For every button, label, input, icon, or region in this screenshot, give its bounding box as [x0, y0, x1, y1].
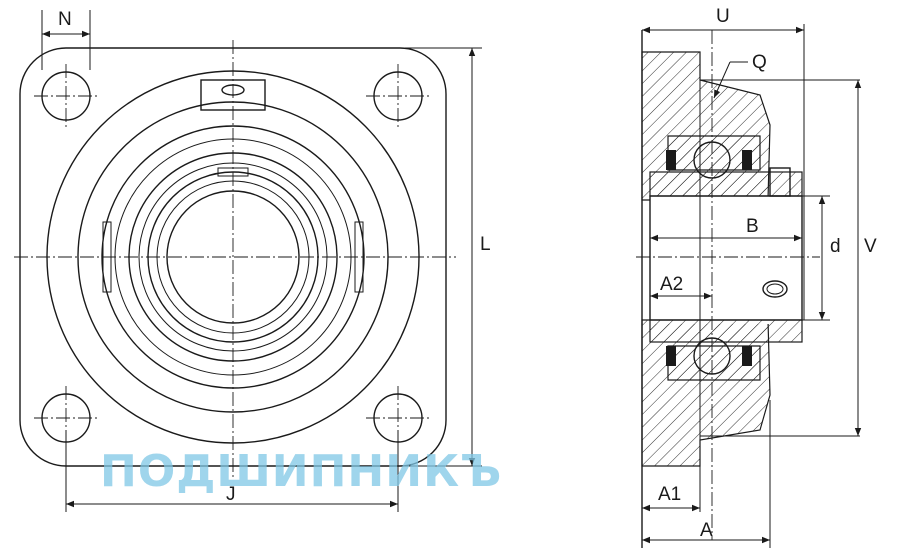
label-J: J [226, 484, 236, 505]
label-A2: A2 [660, 274, 683, 295]
dim-B: B [650, 216, 802, 242]
dim-A: A [642, 400, 771, 548]
dim-L: L [405, 47, 491, 467]
label-A: A [700, 520, 713, 541]
label-B: B [746, 216, 759, 237]
label-Q: Q [752, 52, 767, 73]
dim-A1: A1 [642, 466, 701, 512]
side-view: U Q B d V A2 [636, 6, 877, 548]
label-V: V [864, 236, 877, 257]
dim-Q: Q [713, 52, 767, 99]
dim-V: V [854, 80, 877, 436]
label-N: N [58, 9, 72, 30]
front-view: N L J [14, 9, 491, 512]
dim-A2: A2 [650, 274, 712, 300]
inner-ring-bottom [649, 319, 803, 343]
label-d: d [830, 236, 841, 257]
dim-N: N [41, 9, 91, 70]
label-A1: A1 [658, 484, 681, 505]
watermark-text: ПОДШИПНИКЪ [100, 446, 502, 497]
label-U: U [716, 6, 730, 27]
dim-d: d [802, 195, 841, 321]
dim-U: U [642, 6, 805, 320]
dim-J: J [65, 430, 399, 512]
inner-ring-top [649, 171, 803, 197]
label-L: L [480, 234, 491, 255]
